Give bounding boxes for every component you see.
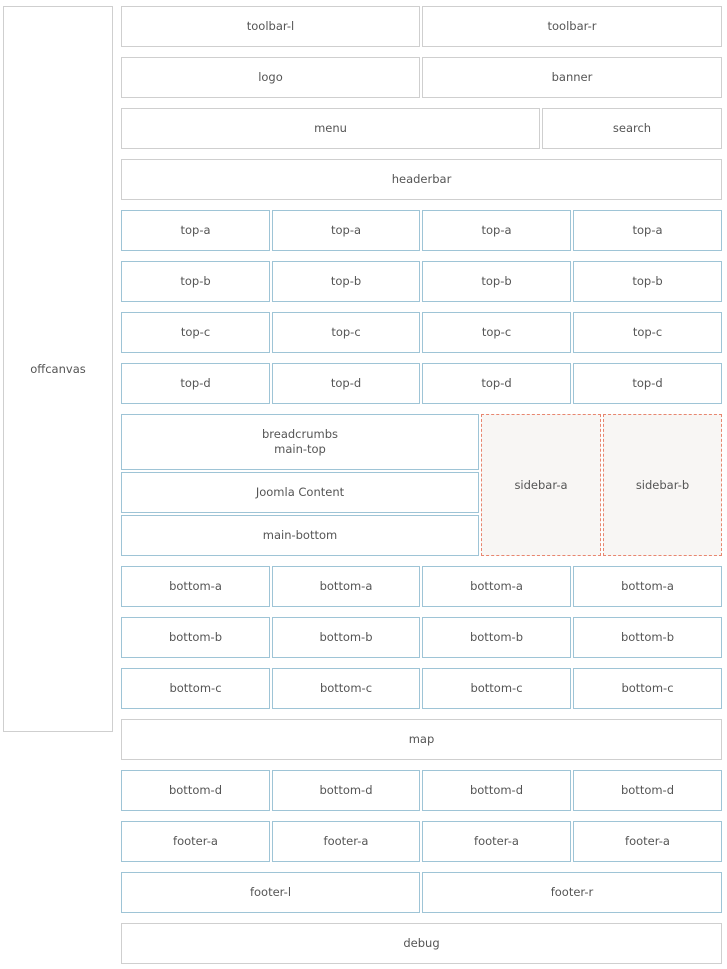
map-position: map — [121, 719, 722, 760]
top-b-position: top-b — [573, 261, 722, 302]
top-a-position: top-a — [573, 210, 722, 251]
bottom-c-position: bottom-c — [272, 668, 420, 709]
footer-a-position: footer-a — [573, 821, 722, 862]
top-c-position: top-c — [573, 312, 722, 353]
menu-position: menu — [121, 108, 540, 149]
debug-position: debug — [121, 923, 722, 964]
breadcrumbs-main-top-position: breadcrumbs main-top — [121, 414, 479, 470]
bottom-d-position: bottom-d — [422, 770, 571, 811]
bottom-b-position: bottom-b — [272, 617, 420, 658]
top-a-position: top-a — [272, 210, 420, 251]
footer-l-position: footer-l — [121, 872, 420, 913]
bottom-a-position: bottom-a — [272, 566, 420, 607]
banner-position: banner — [422, 57, 722, 98]
headerbar-position: headerbar — [121, 159, 722, 200]
top-d-position: top-d — [422, 363, 571, 404]
top-d-position: top-d — [573, 363, 722, 404]
bottom-b-position: bottom-b — [422, 617, 571, 658]
offcanvas-position: offcanvas — [3, 6, 113, 732]
top-b-position: top-b — [272, 261, 420, 302]
bottom-b-position: bottom-b — [121, 617, 270, 658]
bottom-c-position: bottom-c — [121, 668, 270, 709]
bottom-a-position: bottom-a — [422, 566, 571, 607]
top-d-position: top-d — [272, 363, 420, 404]
main-top-label: main-top — [274, 442, 326, 456]
toolbar-l-position: toolbar-l — [121, 6, 420, 47]
search-position: search — [542, 108, 722, 149]
footer-a-position: footer-a — [121, 821, 270, 862]
top-c-position: top-c — [121, 312, 270, 353]
footer-a-position: footer-a — [422, 821, 571, 862]
top-c-position: top-c — [422, 312, 571, 353]
bottom-c-position: bottom-c — [422, 668, 571, 709]
bottom-a-position: bottom-a — [573, 566, 722, 607]
logo-position: logo — [121, 57, 420, 98]
top-a-position: top-a — [121, 210, 270, 251]
bottom-d-position: bottom-d — [573, 770, 722, 811]
bottom-b-position: bottom-b — [573, 617, 722, 658]
sidebar-a-position: sidebar-a — [481, 414, 601, 556]
top-a-position: top-a — [422, 210, 571, 251]
top-c-position: top-c — [272, 312, 420, 353]
bottom-d-position: bottom-d — [272, 770, 420, 811]
toolbar-r-position: toolbar-r — [422, 6, 722, 47]
breadcrumbs-label: breadcrumbs — [261, 427, 339, 441]
bottom-d-position: bottom-d — [121, 770, 270, 811]
footer-a-position: footer-a — [272, 821, 420, 862]
sidebar-b-position: sidebar-b — [603, 414, 722, 556]
joomla-content-position: Joomla Content — [121, 472, 479, 513]
main-bottom-position: main-bottom — [121, 515, 479, 556]
top-d-position: top-d — [121, 363, 270, 404]
bottom-c-position: bottom-c — [573, 668, 722, 709]
top-b-position: top-b — [121, 261, 270, 302]
footer-r-position: footer-r — [422, 872, 722, 913]
top-b-position: top-b — [422, 261, 571, 302]
bottom-a-position: bottom-a — [121, 566, 270, 607]
